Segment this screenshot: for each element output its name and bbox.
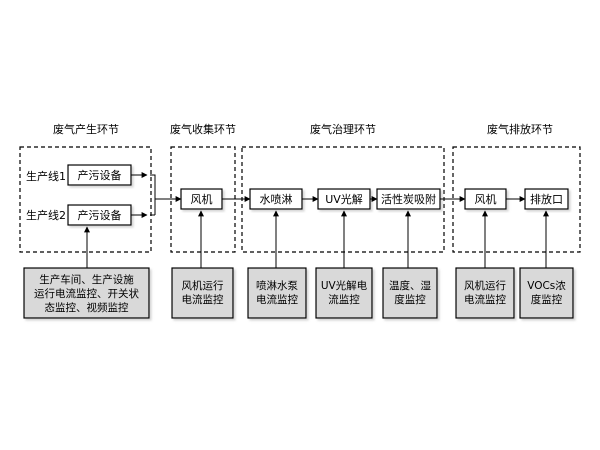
monitor-fan-discharge: 风机运行 电流监控 bbox=[455, 267, 515, 319]
stage-box-generation bbox=[19, 146, 152, 253]
svg-text:水喷淋: 水喷淋 bbox=[260, 193, 293, 206]
svg-text:活性炭吸附: 活性炭吸附 bbox=[381, 192, 436, 206]
collection-fan: 风机 bbox=[180, 188, 223, 210]
flow-connectors bbox=[131, 172, 526, 218]
svg-text:运行电流监控、开关状: 运行电流监控、开关状 bbox=[34, 287, 139, 300]
monitor-spray-pump: 喷淋水泵 电流监控 bbox=[247, 267, 307, 319]
svg-text:电流监控: 电流监控 bbox=[256, 293, 298, 306]
exhaust-outlet: 排放口 bbox=[524, 188, 569, 210]
svg-text:产污设备: 产污设备 bbox=[78, 208, 122, 222]
svg-text:流监控: 流监控 bbox=[328, 293, 360, 306]
svg-text:UV光解: UV光解 bbox=[325, 192, 363, 206]
uv-photolysis-unit: UV光解 bbox=[317, 188, 371, 210]
stage-title-generation: 废气产生环节 bbox=[53, 122, 119, 136]
svg-text:风机: 风机 bbox=[475, 192, 497, 206]
svg-text:风机运行: 风机运行 bbox=[464, 279, 506, 292]
discharge-fan: 风机 bbox=[464, 188, 507, 210]
activated-carbon-adsorber: 活性炭吸附 bbox=[376, 188, 441, 210]
svg-text:排放口: 排放口 bbox=[530, 192, 563, 206]
svg-text:温度、湿: 温度、湿 bbox=[389, 279, 431, 292]
svg-text:风机运行: 风机运行 bbox=[182, 279, 224, 292]
svg-text:风机: 风机 bbox=[191, 192, 213, 206]
svg-text:UV光解电: UV光解电 bbox=[321, 279, 368, 292]
svg-text:态监控、视频监控: 态监控、视频监控 bbox=[45, 301, 129, 314]
monitor-temp-humidity: 温度、湿 度监控 bbox=[382, 267, 438, 319]
collection-bus-line bbox=[150, 174, 182, 202]
monitor-uv-current: UV光解电 流监控 bbox=[315, 267, 373, 319]
stage-box-collection bbox=[170, 146, 236, 253]
pollution-device-1: 产污设备 bbox=[67, 164, 132, 186]
monitor-production: 生产车间、生产设施 运行电流监控、开关状 态监控、视频监控 bbox=[23, 267, 150, 319]
monitor-arrows bbox=[84, 210, 549, 268]
stage-title-treatment: 废气治理环节 bbox=[310, 122, 376, 136]
svg-text:生产车间、生产设施: 生产车间、生产设施 bbox=[39, 273, 134, 286]
stage-title-collection: 废气收集环节 bbox=[170, 122, 236, 136]
pollution-device-2: 产污设备 bbox=[67, 204, 132, 226]
monitor-fan-collection: 风机运行 电流监控 bbox=[171, 267, 234, 319]
production-line-1-label: 生产线1 bbox=[26, 169, 66, 183]
svg-text:度监控: 度监控 bbox=[394, 293, 426, 306]
svg-text:电流监控: 电流监控 bbox=[464, 293, 506, 306]
stage-box-discharge bbox=[452, 146, 581, 253]
svg-text:度监控: 度监控 bbox=[531, 293, 563, 306]
monitor-vocs-concentration: VOCs浓 度监控 bbox=[519, 267, 574, 319]
production-line-2-label: 生产线2 bbox=[26, 208, 66, 222]
svg-text:VOCs浓: VOCs浓 bbox=[527, 280, 566, 292]
svg-text:电流监控: 电流监控 bbox=[182, 293, 224, 306]
stage-title-discharge: 废气排放环节 bbox=[487, 122, 553, 136]
svg-text:产污设备: 产污设备 bbox=[78, 168, 122, 182]
spray-tower: 水喷淋 bbox=[249, 188, 303, 210]
svg-text:喷淋水泵: 喷淋水泵 bbox=[256, 279, 298, 292]
